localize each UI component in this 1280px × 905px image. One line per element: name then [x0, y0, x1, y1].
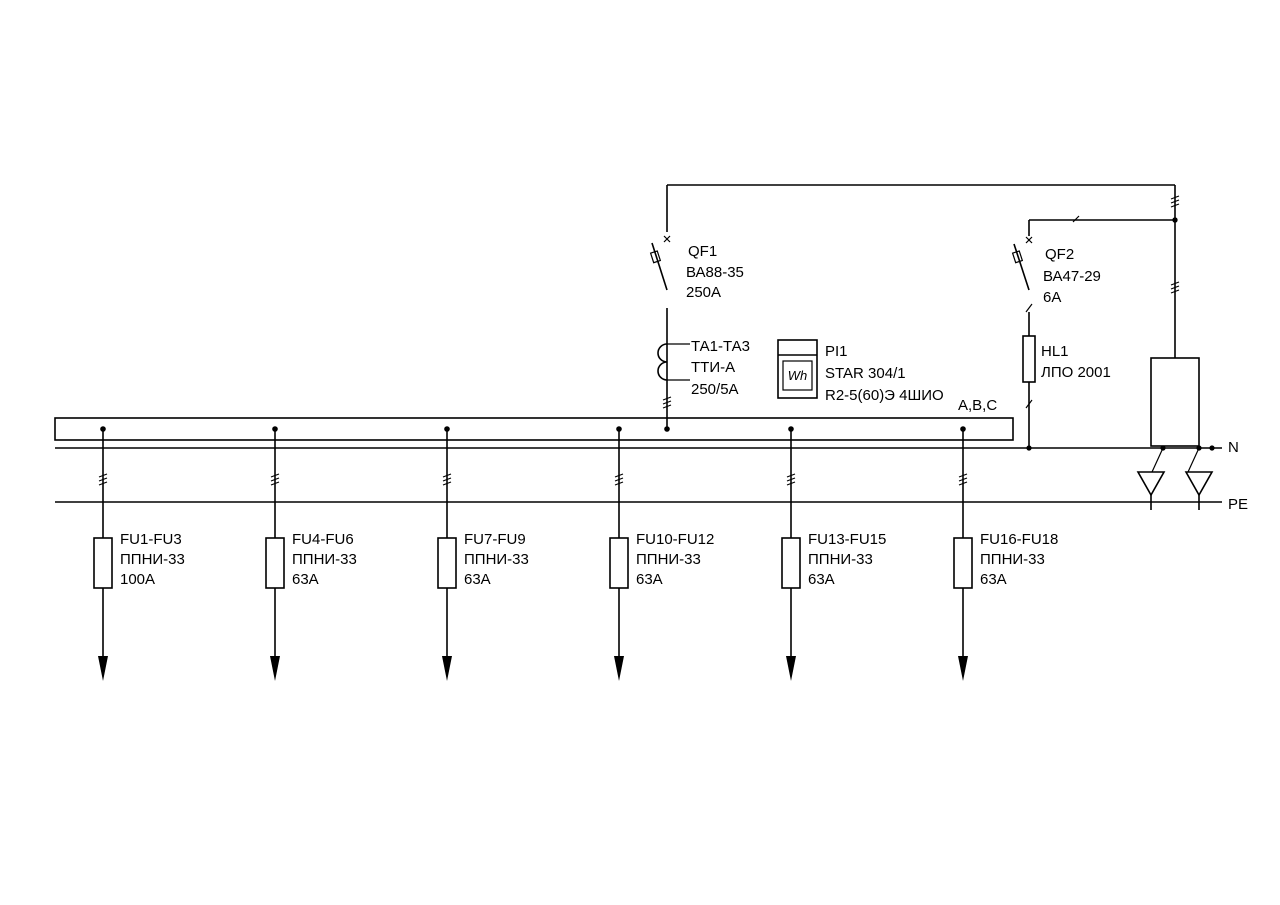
fuse — [265, 537, 285, 589]
feeder-type: ППНИ-33 — [808, 551, 873, 568]
feeder-name: FU4-FU6 — [292, 531, 354, 548]
hl1-name: HL1 — [1041, 343, 1069, 360]
hl1-lamp — [1022, 335, 1036, 451]
feeder-name: FU7-FU9 — [464, 531, 526, 548]
feeder-type: ППНИ-33 — [464, 551, 529, 568]
main-busbar — [54, 417, 1014, 441]
feeders: FU1-FU3ППНИ-33100АFU4-FU6ППНИ-3363АFU7-F… — [93, 426, 1058, 681]
three-phase-mark — [614, 473, 624, 486]
feeder-type: ППНИ-33 — [292, 551, 357, 568]
feeder-name: FU10-FU12 — [636, 531, 714, 548]
meter-spec: R2-5(60)Э 4ШИО — [825, 387, 944, 404]
ta-type: ТТИ-А — [691, 359, 735, 376]
pe-bus-label: PE — [1228, 496, 1248, 513]
n-bus-label: N — [1228, 439, 1239, 456]
qf2-rating: 6А — [1043, 289, 1061, 306]
feeder-type: ППНИ-33 — [120, 551, 185, 568]
outgoing-arrow — [786, 656, 796, 681]
qf1-breaker — [649, 235, 671, 291]
three-phase-mark — [98, 473, 108, 486]
outgoing-arrow — [958, 656, 968, 681]
current-transformer — [657, 308, 690, 432]
qf1-rating: 250А — [686, 284, 721, 301]
feeder-rating: 63А — [464, 571, 491, 588]
three-phase-mark — [1170, 281, 1180, 294]
meter-symbol: Wh — [788, 368, 808, 383]
meter-type: STAR 304/1 — [825, 365, 906, 382]
feeder-type: ППНИ-33 — [980, 551, 1045, 568]
supply-loop — [666, 184, 1200, 447]
outgoing-arrow — [270, 656, 280, 681]
outgoing-arrow — [442, 656, 452, 681]
three-phase-mark — [786, 473, 796, 486]
qf2-type: ВА47-29 — [1043, 268, 1101, 285]
surge-protector-box — [1150, 357, 1200, 447]
fuse — [93, 537, 113, 589]
surge-arrester — [1136, 445, 1166, 510]
n-bus — [55, 445, 1222, 451]
three-phase-mark — [442, 473, 452, 486]
three-phase-mark — [1170, 195, 1180, 208]
hl1-type: ЛПО 2001 — [1041, 364, 1111, 381]
qf2-branch — [1011, 215, 1178, 336]
three-phase-mark — [270, 473, 280, 486]
ta-ratio: 250/5А — [691, 381, 739, 398]
ta-name: ТА1-ТА3 — [691, 338, 750, 355]
energy-meter: Wh — [777, 339, 818, 399]
feeder-rating: 100А — [120, 571, 155, 588]
feeder-name: FU16-FU18 — [980, 531, 1058, 548]
fuse — [953, 537, 973, 589]
qf1-name: QF1 — [688, 243, 717, 260]
feeder-rating: 63А — [808, 571, 835, 588]
fuse — [609, 537, 629, 589]
feeder-type: ППНИ-33 — [636, 551, 701, 568]
qf2-name: QF2 — [1045, 246, 1074, 263]
fuse — [437, 537, 457, 589]
qf1-type: ВА88-35 — [686, 264, 744, 281]
three-phase-mark — [958, 473, 968, 486]
feeder-name: FU13-FU15 — [808, 531, 886, 548]
surge-arrester — [1184, 445, 1214, 510]
meter-name: PI1 — [825, 343, 848, 360]
feeder-name: FU1-FU3 — [120, 531, 182, 548]
busbar-phases: А,В,С — [958, 397, 997, 414]
outgoing-arrow — [614, 656, 624, 681]
feeder-rating: 63А — [292, 571, 319, 588]
outgoing-arrow — [98, 656, 108, 681]
feeder-rating: 63А — [636, 571, 663, 588]
feeder-rating: 63А — [980, 571, 1007, 588]
fuse — [781, 537, 801, 589]
